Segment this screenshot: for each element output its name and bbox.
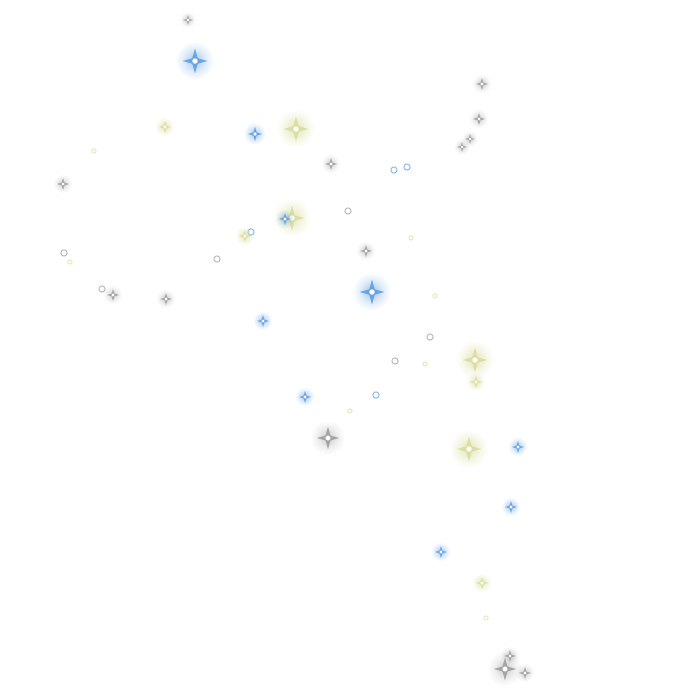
ring-dot-icon <box>432 293 438 299</box>
ring-dot-icon <box>67 259 73 265</box>
sparkles-layer <box>53 12 535 687</box>
four-point-star-sparkle-icon <box>156 289 176 309</box>
sparkle-core <box>325 435 331 441</box>
ring-dot <box>403 163 411 171</box>
sparkle-core <box>502 666 508 672</box>
sparkle-core <box>460 145 464 149</box>
four-point-star-sparkle-icon <box>454 139 470 155</box>
sparkle-core <box>439 550 443 554</box>
ring-dot-icon <box>91 148 97 154</box>
four-point-star-sparkle-icon <box>243 122 267 146</box>
sparkle-core <box>61 182 65 186</box>
four-point-star-sparkle-icon <box>472 74 492 94</box>
ring-dot <box>408 235 414 241</box>
ring-dot <box>344 207 352 215</box>
sparkle-core <box>472 357 478 363</box>
ring-dot-icon <box>426 333 434 341</box>
sparkle-core <box>523 671 527 675</box>
four-point-star-sparkle-icon <box>356 241 376 261</box>
four-point-star-sparkle-icon <box>103 285 123 305</box>
ring-dot <box>91 148 97 154</box>
four-point-star-sparkle-icon <box>515 663 535 683</box>
sparkle-core <box>243 234 247 238</box>
four-point-star-sparkle-icon <box>472 573 492 593</box>
sparkle-core <box>186 18 190 22</box>
sparkle-core <box>364 249 368 253</box>
sparkle-core <box>111 293 115 297</box>
sparkle-core <box>293 126 299 132</box>
ring-dot-icon <box>98 285 106 293</box>
four-point-star-sparkle-icon <box>352 272 392 312</box>
four-point-star-sparkle-icon <box>295 387 315 407</box>
sparkle-core <box>253 132 257 136</box>
sparkle-core <box>192 58 198 64</box>
ring-dot <box>432 293 438 299</box>
ring-dot-icon <box>213 255 221 263</box>
ring-dot <box>426 333 434 341</box>
four-point-star-sparkle-icon <box>431 542 451 562</box>
ring-dot <box>67 259 73 265</box>
sparkle-core <box>509 505 513 509</box>
ring-dot <box>483 615 489 621</box>
four-point-star-sparkle-icon <box>469 109 489 129</box>
ring-dot-icon <box>60 249 68 257</box>
four-point-star-sparkle-icon <box>449 429 489 469</box>
ring-dot-icon <box>483 615 489 621</box>
sparkle-core <box>329 162 333 166</box>
ring-dot-icon <box>422 361 428 367</box>
four-point-star-sparkle-icon <box>180 12 196 28</box>
four-point-star-sparkle-icon <box>508 437 528 457</box>
ring-dot <box>98 285 106 293</box>
four-point-star-sparkle-icon <box>53 174 73 194</box>
sparkle-core <box>516 445 520 449</box>
four-point-star-sparkle-icon <box>310 420 346 456</box>
sparkle-core <box>163 125 167 129</box>
ring-dot-icon <box>390 166 398 174</box>
ring-dot <box>372 391 380 399</box>
four-point-star-sparkle-icon <box>487 651 523 687</box>
sparkle-core <box>261 319 265 323</box>
four-point-star-sparkle-icon <box>275 209 295 229</box>
four-point-star-sparkle-icon <box>455 340 495 380</box>
ring-dot <box>347 408 353 414</box>
ring-dot <box>60 249 68 257</box>
ring-dot <box>390 166 398 174</box>
four-point-star-sparkle-icon <box>276 109 316 149</box>
four-point-star-sparkle-icon <box>501 497 521 517</box>
ring-dot-icon <box>344 207 352 215</box>
sparkle-core <box>468 137 472 141</box>
sparkle-core <box>480 581 484 585</box>
sparkle-core <box>369 289 375 295</box>
ring-dot <box>422 361 428 367</box>
sparkle-core <box>466 446 472 452</box>
four-point-star-sparkle-icon <box>466 372 486 392</box>
four-point-star-sparkle-icon <box>175 41 215 81</box>
four-point-star-sparkle-icon <box>253 311 273 331</box>
sparkle-core <box>474 380 478 384</box>
ring-dot-icon <box>347 408 353 414</box>
sparkle-core <box>283 217 287 221</box>
sparkle-core <box>480 82 484 86</box>
sparkle-core <box>303 395 307 399</box>
sparkle-core <box>477 117 481 121</box>
ring-dot-icon <box>403 163 411 171</box>
four-point-star-sparkle-icon <box>155 117 175 137</box>
ring-dot <box>213 255 221 263</box>
four-point-star-sparkle-icon <box>235 226 255 246</box>
ring-dot <box>391 357 399 365</box>
ring-dot-icon <box>372 391 380 399</box>
ring-dot-icon <box>408 235 414 241</box>
ring-dot-icon <box>391 357 399 365</box>
sparkle-core <box>164 297 168 301</box>
four-point-star-sparkle-icon <box>321 154 341 174</box>
